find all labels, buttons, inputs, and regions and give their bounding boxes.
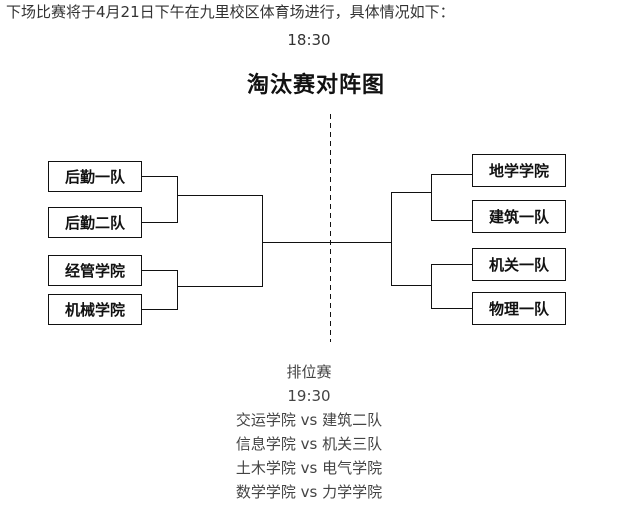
placement-match-4: 数学学院 vs 力学学院 [235, 483, 383, 501]
bracket-title: 淘汰赛对阵图 [246, 73, 385, 98]
placement-match-1: 交运学院 vs 建筑二队 [235, 411, 383, 429]
intro-time: 18:30 [287, 31, 331, 49]
team-right-1: 地学学院 [472, 154, 570, 191]
placement-title: 排位赛 [286, 363, 332, 381]
team-right-2: 建筑一队 [472, 200, 570, 237]
placement-section: 排位赛 19:30 交运学院 vs 建筑二队 信息学院 vs 机关三队 土木学院… [0, 360, 618, 504]
team-right-4: 物理一队 [472, 292, 570, 329]
team-left-2: 后勤二队 [48, 207, 146, 242]
team-left-1: 后勤一队 [48, 161, 146, 196]
team-left-3: 经管学院 [48, 255, 146, 290]
team-left-4: 机械学院 [48, 294, 146, 329]
placement-time: 19:30 [287, 387, 331, 405]
team-right-3: 机关一队 [472, 248, 570, 285]
placement-match-3: 土木学院 vs 电气学院 [235, 459, 383, 477]
intro-text: 下场比赛将于4月21日下午在九里校区体育场进行，具体情况如下： [6, 3, 455, 21]
placement-match-2: 信息学院 vs 机关三队 [235, 435, 383, 453]
